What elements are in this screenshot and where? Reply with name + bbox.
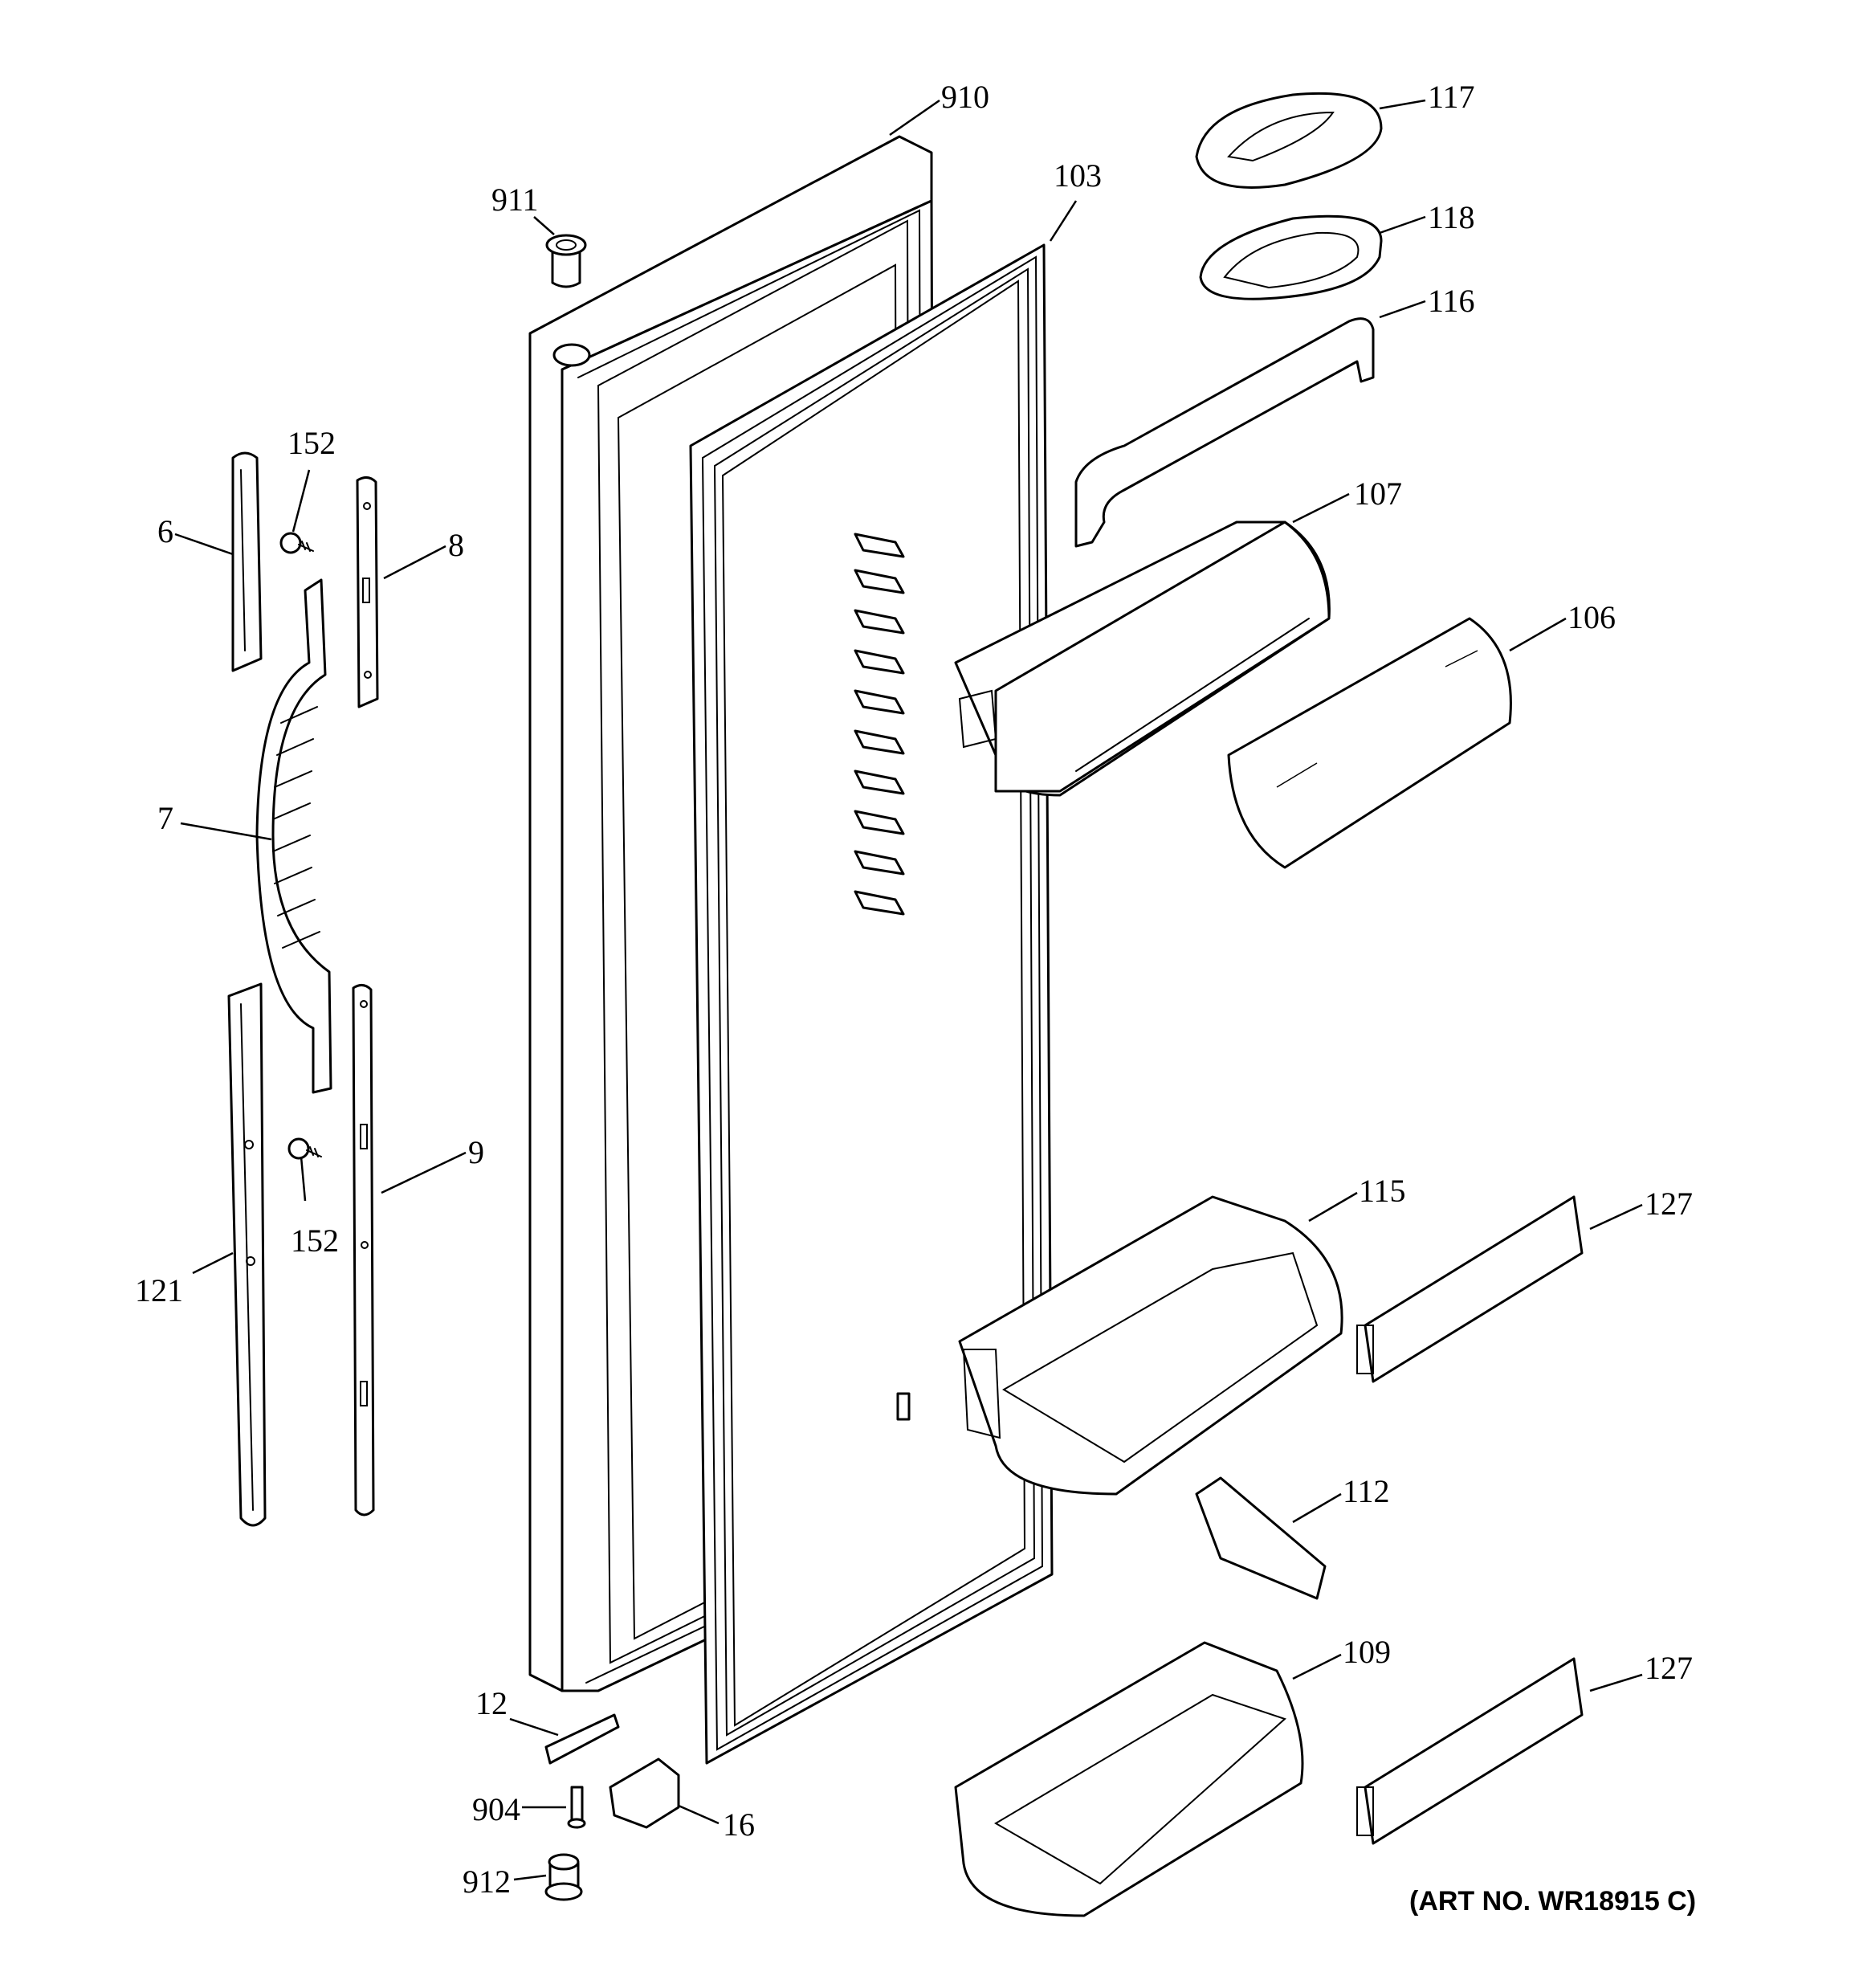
callout-152-top: 152 (287, 425, 336, 461)
bin-guard-middle (1356, 1195, 1584, 1383)
callout-910: 910 (941, 79, 989, 115)
hinge-screw (567, 1786, 586, 1829)
callout-912: 912 (463, 1863, 511, 1900)
hinge-plate (544, 1713, 620, 1765)
door-bin-lower (954, 1641, 1304, 1917)
callout-6: 6 (157, 513, 173, 549)
bin-guard-lower (1356, 1657, 1584, 1845)
mounting-strip-bottom (352, 984, 375, 1517)
callout-107: 107 (1354, 476, 1402, 512)
hinge-bushing (545, 234, 587, 288)
leader-lines (174, 99, 1643, 1881)
shelf-support-bumps (854, 533, 911, 1421)
door-bin-middle (958, 1195, 1343, 1496)
callout-115: 115 (1359, 1173, 1406, 1209)
art-number: (ART NO. WR18915 C) (1409, 1886, 1696, 1917)
callout-127-lower: 127 (1645, 1650, 1693, 1686)
door-bin-upper (954, 520, 1331, 797)
callout-121: 121 (135, 1272, 183, 1308)
screw-bottom (287, 1137, 322, 1160)
hinge-pin-bushing (544, 1853, 583, 1901)
dairy-cover (1195, 92, 1383, 189)
callout-8: 8 (448, 527, 464, 563)
callout-117: 117 (1428, 79, 1475, 115)
callout-118: 118 (1428, 199, 1475, 235)
callout-16: 16 (723, 1806, 755, 1843)
callout-12: 12 (475, 1685, 508, 1721)
callout-127-upper: 127 (1645, 1186, 1693, 1222)
bin-divider (1195, 1476, 1327, 1600)
callout-106: 106 (1567, 599, 1616, 635)
dairy-bin (1199, 214, 1383, 300)
dairy-bracket (1074, 317, 1375, 548)
callout-112: 112 (1343, 1473, 1390, 1509)
callout-116: 116 (1428, 283, 1475, 319)
callout-103: 103 (1054, 157, 1102, 194)
door-gasket (689, 243, 1054, 1765)
callout-152-bottom: 152 (291, 1223, 339, 1259)
callout-911: 911 (491, 182, 539, 218)
handle-trim-bottom (227, 982, 267, 1527)
hinge-block (609, 1757, 680, 1829)
callout-9: 9 (468, 1134, 484, 1170)
bin-guard-upper (1227, 617, 1512, 869)
callout-904: 904 (472, 1791, 520, 1827)
screw-top (279, 532, 314, 554)
callout-7: 7 (157, 800, 173, 836)
mounting-strip-top (356, 476, 379, 708)
callout-labels: 910 911 103 117 118 116 107 106 152 6 8 … (135, 79, 1696, 1917)
handle-trim-top (231, 451, 263, 672)
door-handle (255, 578, 332, 1094)
callout-109: 109 (1343, 1634, 1391, 1670)
